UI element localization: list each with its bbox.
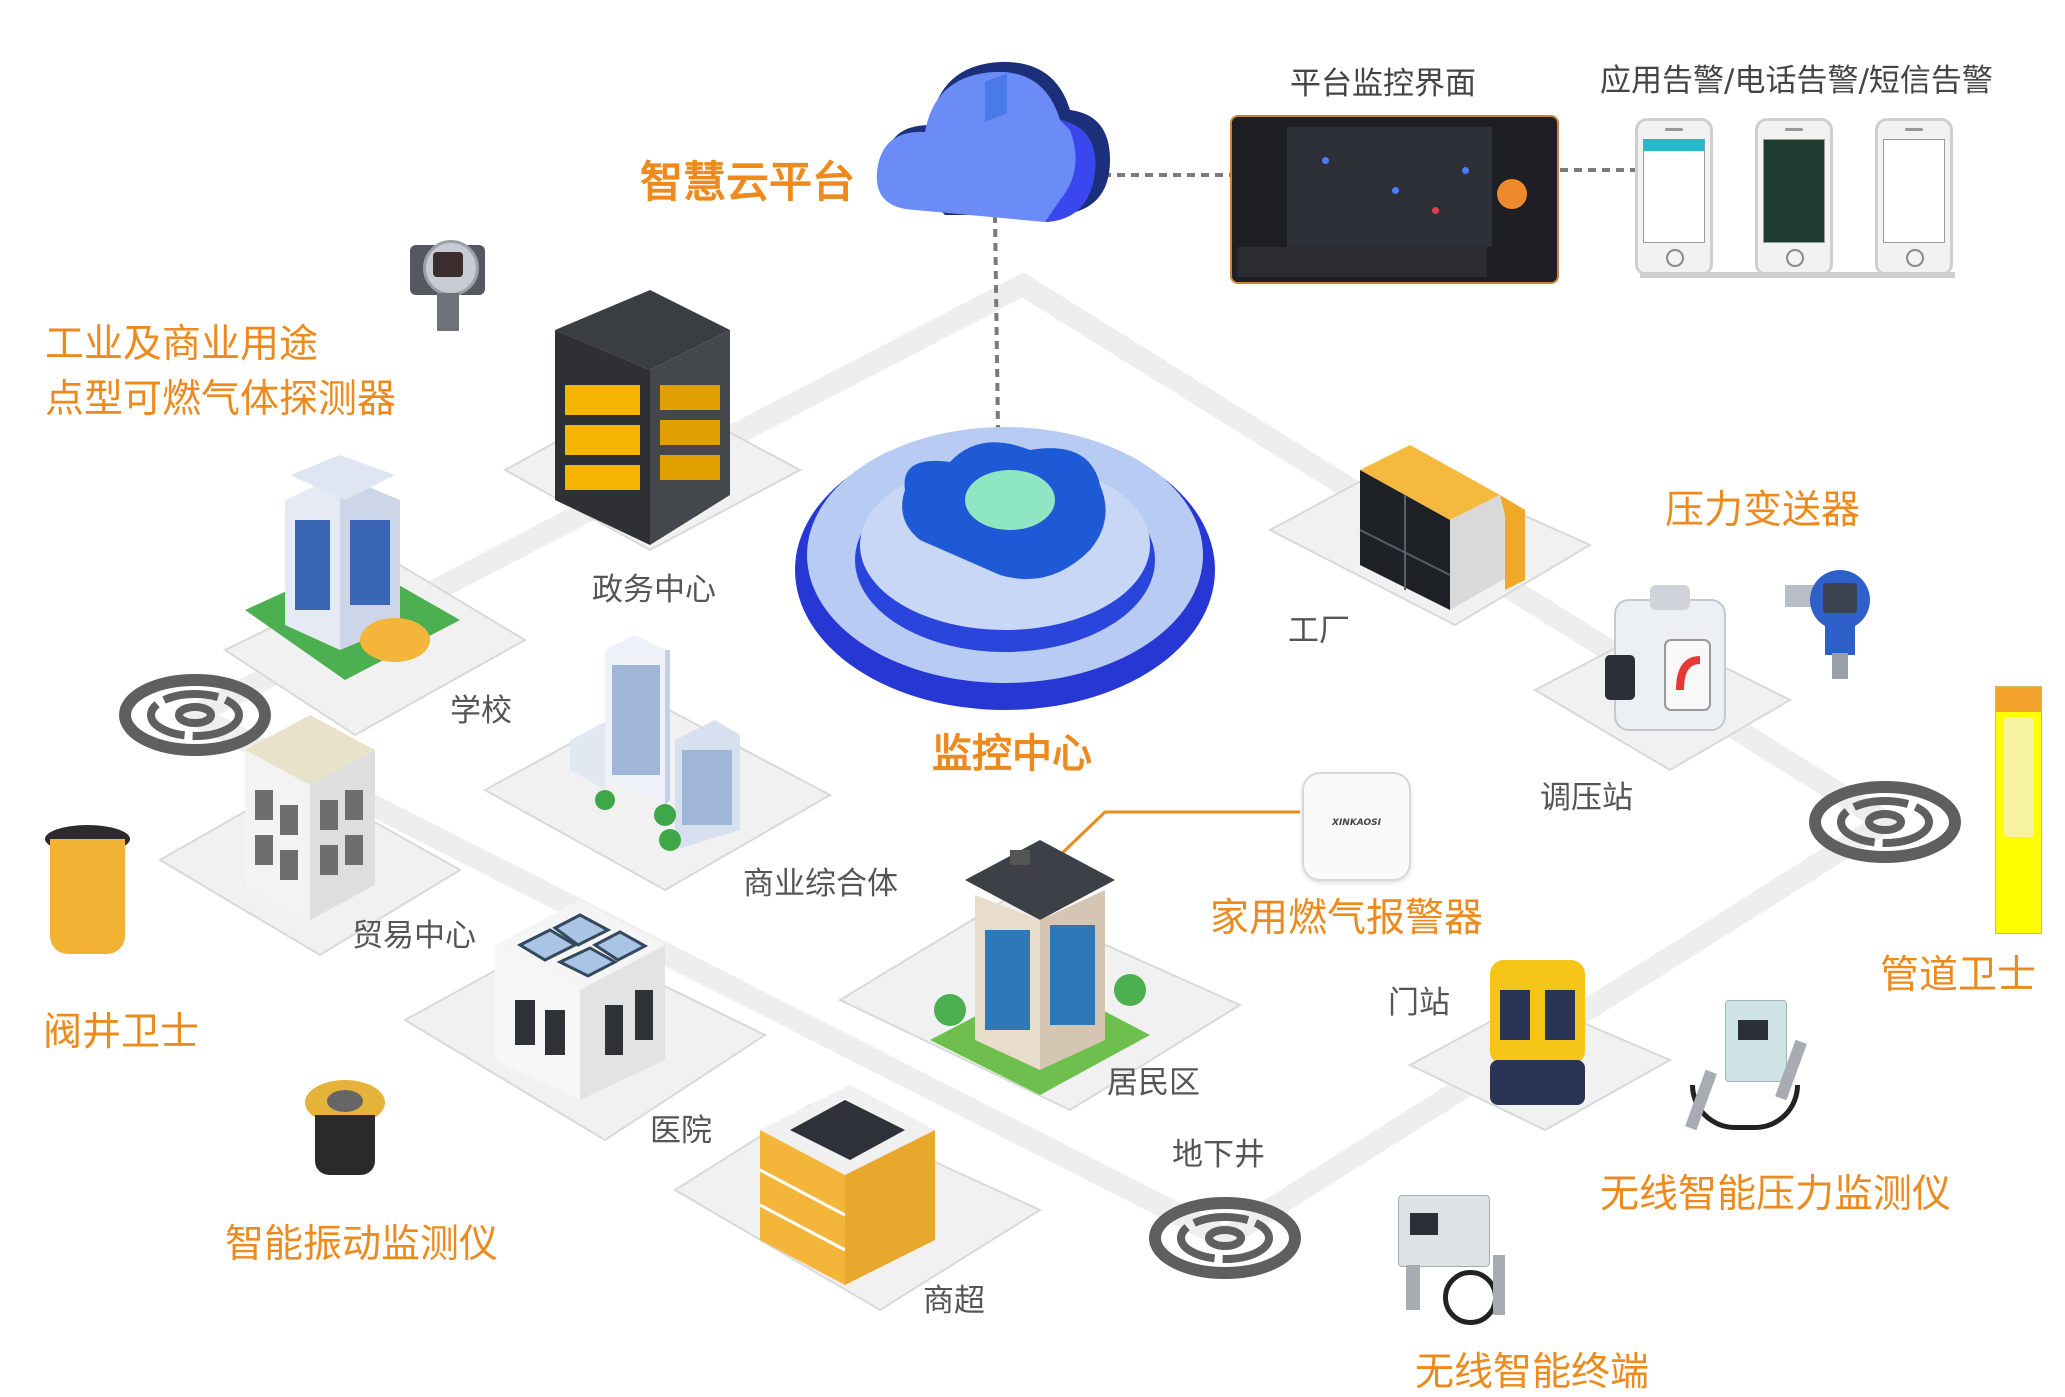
map-marker-icon xyxy=(1432,207,1439,214)
building-school xyxy=(245,455,460,680)
valve-guard-icon xyxy=(45,825,130,960)
location-label-gov: 政务中心 xyxy=(592,572,716,608)
point-gas-detector-icon xyxy=(405,225,490,335)
wireless-pressure-monitor-label: 无线智能压力监测仪 xyxy=(1600,1172,1952,1217)
wireless-pressure-monitor-icon xyxy=(1685,1000,1807,1135)
home-button-icon xyxy=(1666,249,1684,267)
map-marker-icon xyxy=(1392,187,1399,194)
building-residential xyxy=(930,840,1150,1095)
home-alarm-leader xyxy=(1053,810,1300,862)
building-supermarket xyxy=(759,1085,935,1285)
phone-sms-alert xyxy=(1875,118,1953,276)
phone-call-alert xyxy=(1755,118,1833,276)
data-links xyxy=(993,168,1640,431)
location-label-residential: 居民区 xyxy=(1107,1065,1200,1101)
map-marker-icon xyxy=(1322,157,1329,164)
cloud-platform-label: 智慧云平台 xyxy=(640,158,855,208)
location-label-trade: 贸易中心 xyxy=(352,918,476,954)
building-factory xyxy=(1359,445,1525,610)
dashboard-table-region xyxy=(1237,247,1487,277)
wireless-terminal-label: 无线智能终端 xyxy=(1415,1350,1650,1395)
manhole-icons xyxy=(119,674,1961,1279)
home-button-icon xyxy=(1906,249,1924,267)
monitoring-center-label: 监控中心 xyxy=(932,731,1092,777)
dashboard-screenshot xyxy=(1230,115,1559,284)
point-detector-label-line1: 工业及商业用途 xyxy=(45,322,319,367)
location-label-commercial: 商业综合体 xyxy=(743,866,898,902)
manhole-right xyxy=(1809,781,1961,863)
wireless-terminal-icon xyxy=(1398,1195,1533,1325)
map-marker-icon xyxy=(1462,167,1469,174)
vibration-monitor-label: 智能振动监测仪 xyxy=(225,1222,499,1267)
dashboard-pie-icon xyxy=(1497,179,1527,209)
pipe-guard-label: 管道卫士 xyxy=(1880,953,2037,998)
building-gov-center xyxy=(555,290,730,545)
cloud-icon xyxy=(876,61,1110,222)
dashboard-map-region xyxy=(1287,127,1492,247)
home-gas-alarm-icon: XINKAOSI xyxy=(1302,772,1411,881)
home-alarm-label: 家用燃气报警器 xyxy=(1210,896,1484,941)
point-detector-label-line2: 点型可燃气体探测器 xyxy=(45,377,397,422)
location-label-factory: 工厂 xyxy=(1288,613,1350,649)
location-label-hospital: 医院 xyxy=(650,1113,712,1149)
roads xyxy=(184,272,1906,1251)
phones-base xyxy=(1640,272,1955,278)
vibration-monitor-icon xyxy=(305,1080,385,1180)
valve-guard-label: 阀井卫士 xyxy=(43,1010,200,1055)
pipe-guard-icon xyxy=(1995,686,2042,934)
location-label-regulator-station: 调压站 xyxy=(1540,780,1633,816)
location-label-school: 学校 xyxy=(450,693,512,729)
location-label-supermarket: 商超 xyxy=(923,1283,985,1319)
building-trade-center xyxy=(245,715,375,920)
manhole-left xyxy=(119,674,271,756)
building-gate-station xyxy=(1490,960,1585,1105)
home-button-icon xyxy=(1786,249,1804,267)
alerts-label: 应用告警/电话告警/短信告警 xyxy=(1600,63,1993,99)
building-commercial-complex xyxy=(570,635,740,851)
monitoring-hub-icon xyxy=(795,73,1215,710)
phone-app-alert xyxy=(1635,118,1713,276)
pressure-transmitter-label: 压力变送器 xyxy=(1665,488,1861,533)
building-hospital xyxy=(495,900,665,1100)
device-regulator-box xyxy=(1605,585,1726,731)
location-label-underground-well: 地下井 xyxy=(1172,1137,1265,1173)
dashboard-label: 平台监控界面 xyxy=(1290,66,1476,102)
home-alarm-brand: XINKAOSI xyxy=(1332,818,1381,828)
manhole-bottom xyxy=(1149,1197,1301,1279)
pressure-transmitter-icon xyxy=(1785,565,1880,680)
location-label-gate-station: 门站 xyxy=(1388,985,1450,1021)
